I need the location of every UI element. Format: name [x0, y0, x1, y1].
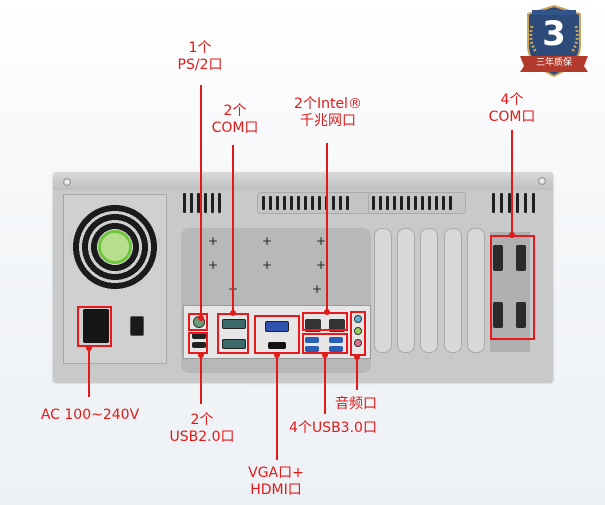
highlight-ps2: [188, 313, 208, 331]
label-vga-hdmi: VGA口+ HDMI口: [245, 465, 307, 499]
lan-port: [329, 319, 345, 332]
fan-hub-icon: [98, 230, 132, 264]
lan-port: [305, 319, 321, 332]
com-port: [222, 339, 246, 349]
usb3-port: [305, 346, 319, 352]
label-ps2-line2: PS/2口: [177, 57, 223, 73]
callout-line-lan: [326, 143, 328, 313]
callout-dot: [509, 232, 515, 238]
vga-port: [265, 321, 289, 332]
callout-dot: [86, 345, 92, 351]
usb3-port: [329, 346, 343, 352]
highlight-lan: [302, 312, 348, 331]
hdmi-port: [268, 342, 286, 349]
label-com2: 2个 COM口: [195, 103, 275, 137]
label-lan-line1: 2个Intel®: [294, 96, 362, 112]
label-usb2-line2: USB2.0口: [169, 429, 235, 445]
com-port: [222, 319, 246, 329]
audio-mic-port: [354, 339, 362, 347]
callout-line-usb3: [324, 354, 326, 414]
highlight-ac-inlet: [77, 306, 112, 347]
callout-dot: [198, 352, 204, 358]
label-com2-line2: COM口: [211, 120, 259, 136]
label-com4: 4个 COM口: [472, 92, 552, 126]
label-com2-line1: 2个: [223, 103, 247, 119]
knockout-icon: +: [208, 258, 219, 272]
usb2-port: [192, 342, 206, 348]
callout-dot: [354, 354, 360, 360]
chassis-top-rail: [53, 172, 553, 190]
label-com4-line2: COM口: [488, 109, 536, 125]
label-com4-line1: 4个: [500, 92, 524, 108]
callout-dot: [322, 352, 328, 358]
highlight-com4: [490, 235, 535, 340]
label-audio-line1: 音频口: [335, 396, 377, 412]
highlight-audio: [350, 311, 366, 356]
label-ac-line1: AC 100~240V: [40, 407, 140, 423]
usb3-port: [329, 337, 343, 343]
knockout-icon: +: [316, 258, 327, 272]
warranty-badge: 3 三年质保: [518, 4, 590, 78]
com-port: [493, 302, 503, 328]
label-lan: 2个Intel® 千兆网口: [278, 96, 378, 130]
usb3-port: [305, 337, 319, 343]
screw-icon: [538, 177, 546, 185]
label-usb3-line1: 4个USB3.0口: [289, 420, 377, 436]
label-audio: 音频口: [328, 396, 384, 413]
audio-line-in-port: [354, 315, 362, 323]
com-port: [516, 245, 526, 271]
label-ac: AC 100~240V: [35, 407, 145, 424]
knockout-icon: +: [312, 282, 323, 296]
highlight-vga-hdmi: [254, 315, 300, 354]
knockout-icon: +: [208, 234, 219, 248]
callout-dot: [230, 310, 236, 316]
label-usb3: 4个USB3.0口: [278, 420, 388, 437]
callout-dot: [324, 309, 330, 315]
knockout-icon: +: [262, 258, 273, 272]
label-vga-hdmi-line1: VGA口+: [248, 465, 304, 481]
knockout-icon: +: [316, 234, 327, 248]
callout-dot: [274, 352, 280, 358]
callout-line-audio: [356, 356, 358, 390]
callout-dot: [198, 315, 204, 321]
ac-power-inlet: [83, 309, 109, 343]
usb2-port: [192, 333, 206, 339]
label-lan-line2: 千兆网口: [300, 113, 356, 129]
badge-ribbon-text: 三年质保: [535, 58, 572, 68]
highlight-usb3: [302, 333, 348, 354]
label-usb2: 2个 USB2.0口: [160, 412, 244, 446]
callout-line-ps2: [200, 85, 202, 318]
highlight-com2: [217, 313, 249, 354]
callout-line-vga-hdmi: [276, 354, 278, 460]
label-ps2: 1个 PS/2口: [160, 40, 240, 74]
com-port: [516, 302, 526, 328]
highlight-usb2: [188, 332, 208, 354]
callout-line-com4: [511, 130, 513, 236]
audio-line-out-port: [354, 327, 362, 335]
callout-line-com2: [232, 145, 234, 315]
badge-number: 3: [542, 14, 566, 54]
power-switch[interactable]: [130, 316, 144, 336]
label-usb2-line1: 2个: [190, 412, 214, 428]
com-port: [493, 245, 503, 271]
callout-line-ac: [88, 347, 90, 397]
screw-icon: [63, 178, 71, 186]
label-vga-hdmi-line2: HDMI口: [250, 482, 302, 498]
callout-line-usb2: [200, 354, 202, 404]
shield-icon: [520, 4, 588, 78]
knockout-icon: +: [262, 234, 273, 248]
label-ps2-line1: 1个: [188, 40, 212, 56]
